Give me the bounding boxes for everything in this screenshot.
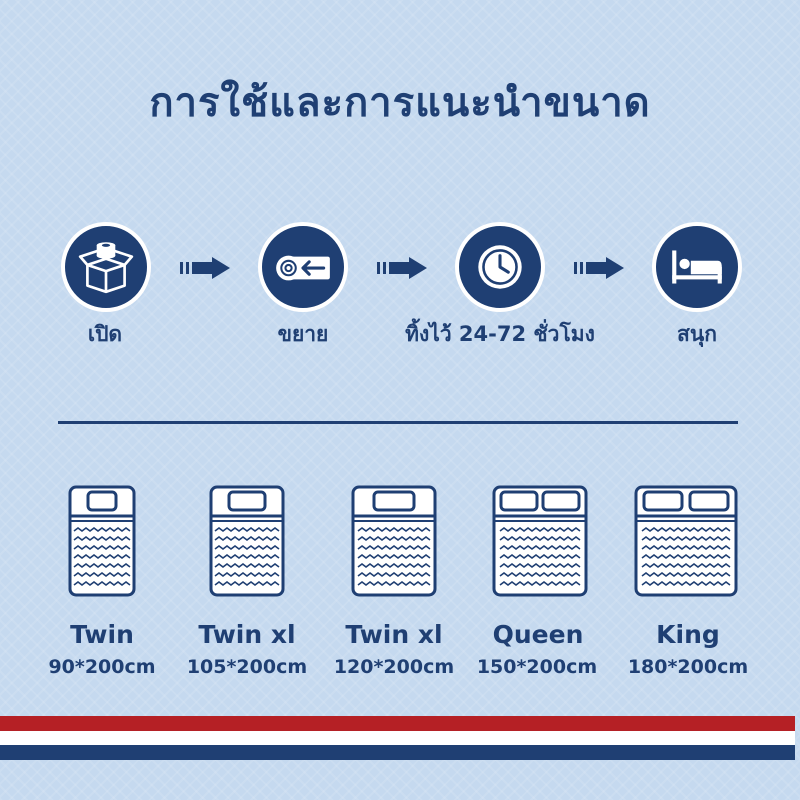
open-box-icon <box>78 242 134 294</box>
clock-icon <box>478 245 522 289</box>
bed-twin-xl-icon <box>209 485 285 597</box>
size-name-twin: Twin <box>70 620 134 649</box>
size-name-queen: Queen <box>492 620 584 649</box>
size-dim-twin-xl: 105*200cm <box>186 656 308 678</box>
bed-twin-icon <box>68 485 136 597</box>
page-title: การใช้และการแนะนำขนาด <box>149 80 651 126</box>
size-dim-queen: 150*200cm <box>476 656 598 678</box>
arrow-right-icon <box>377 257 427 279</box>
step-open-label: เปิด <box>87 322 123 346</box>
bed-twin-xl-wide-icon <box>351 485 437 597</box>
sleeping-person-icon <box>672 250 722 284</box>
section-divider <box>58 421 738 424</box>
size-name-king: King <box>656 620 720 649</box>
step-enjoy-circle <box>652 222 742 312</box>
arrow-right-icon <box>180 257 230 279</box>
size-name-twin-xl: Twin xl <box>198 620 296 649</box>
flag-stripe-white <box>0 731 795 745</box>
size-name-twin-xl-wide: Twin xl <box>345 620 443 649</box>
step-unroll-label: ขยาย <box>277 322 329 346</box>
size-dim-twin: 90*200cm <box>48 656 156 678</box>
flag-stripe-navy <box>0 745 795 760</box>
bed-queen-icon <box>492 485 588 597</box>
arrow-right-icon <box>574 257 624 279</box>
step-unroll-circle <box>258 222 348 312</box>
step-open-circle <box>61 222 151 312</box>
size-dim-king: 180*200cm <box>627 656 749 678</box>
step-wait-label: ทิ้งไว้ 24-72 ชั่วโมง <box>405 322 595 346</box>
unroll-mattress-icon <box>276 255 330 281</box>
step-wait-circle <box>455 222 545 312</box>
size-dim-twin-xl-wide: 120*200cm <box>333 656 455 678</box>
step-enjoy-label: สนุก <box>677 322 717 346</box>
bed-king-icon <box>634 485 738 597</box>
flag-stripe-red <box>0 716 795 731</box>
